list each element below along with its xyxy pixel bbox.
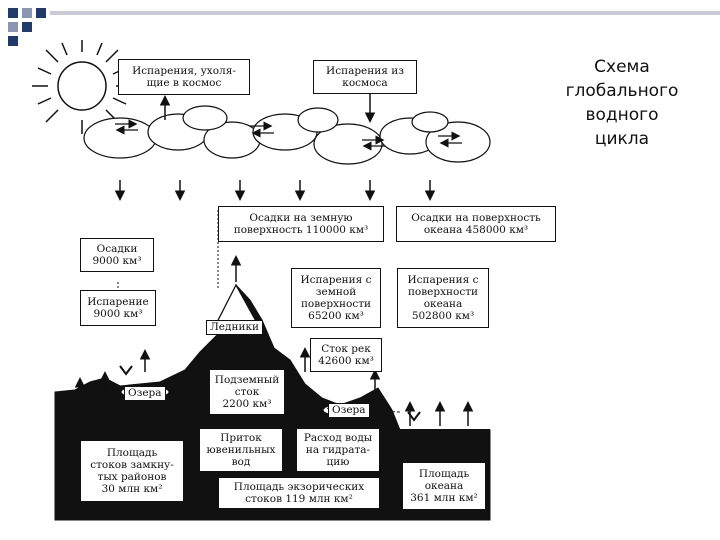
box-river-runoff: Сток рек 42600 км³ — [310, 338, 382, 372]
box-line: Сток рек — [321, 343, 371, 355]
box-line: океана — [423, 298, 463, 310]
box-line: на гидрата- — [305, 444, 371, 456]
decor-square-3 — [36, 8, 46, 18]
box-line: Испарения, ухоля- — [132, 65, 236, 77]
box-evaporation-from-space: Испарения из космоса — [313, 60, 417, 94]
box-line: 30 млн км² — [101, 483, 163, 495]
box-line: поверхности — [407, 286, 479, 298]
decor-square-2 — [22, 8, 32, 18]
title-line-4: цикла — [594, 129, 650, 149]
title-line-3: водного — [585, 105, 659, 125]
box-juvenile-water: Приток ювенильных вод — [199, 428, 283, 472]
decor-bar — [50, 11, 720, 15]
cloud-exchange-arrows — [115, 119, 462, 151]
box-precipitation-closed: Осадки 9000 км³ — [80, 238, 154, 272]
box-line: поверхность 110000 км³ — [233, 224, 369, 236]
box-line: щие в космос — [146, 77, 222, 89]
box-line: 9000 км³ — [92, 255, 142, 267]
title-line-2: глобального — [565, 81, 679, 101]
box-exoreic-drainage-area: Площадь экзорических стоков 119 млн км² — [218, 477, 380, 509]
box-line: цию — [326, 456, 350, 468]
box-ocean-area: Площадь океана 361 млн км² — [402, 462, 486, 510]
box-line: 42600 км³ — [318, 355, 374, 367]
precipitation-arrows — [114, 180, 436, 201]
label-glaciers: Ледники — [206, 320, 263, 335]
box-line: Расход воды — [303, 432, 373, 444]
box-line: стоков 119 млн км² — [245, 493, 353, 505]
box-evaporation-closed: Испарение 9000 км³ — [80, 290, 156, 326]
box-line: 9000 км³ — [93, 308, 143, 320]
box-line: Подземный — [214, 374, 280, 386]
rain-symbols — [119, 365, 421, 422]
slide-title: Схема глобального водного цикла — [552, 55, 692, 151]
box-line: Приток — [220, 432, 262, 444]
box-line: поверхности — [300, 298, 372, 310]
box-underground-runoff: Подземный сток 2200 км³ — [209, 369, 285, 415]
box-evaporation-land: Испарения с земной поверхности 65200 км³ — [291, 268, 381, 328]
box-line: Испарения с — [300, 274, 372, 286]
box-hydration: Расход воды на гидрата- цию — [296, 428, 380, 472]
box-line: Испарения из — [326, 65, 404, 77]
box-precipitation-ocean: Осадки на поверхность океана 458000 км³ — [396, 206, 556, 242]
decor-square-5 — [22, 22, 32, 32]
box-line: ювенильных — [206, 444, 276, 456]
decor-square-4 — [8, 22, 18, 32]
box-line: Испарения с — [407, 274, 479, 286]
box-line: Осадки на поверхность — [411, 212, 541, 224]
box-line: Осадки на земную — [249, 212, 353, 224]
box-line: Площадь — [418, 468, 470, 480]
box-line: океана — [424, 480, 464, 492]
box-closed-drainage-area: Площадь стоков замкну- тых районов 30 мл… — [80, 440, 184, 502]
box-line: космоса — [342, 77, 388, 89]
box-line: 2200 км³ — [222, 398, 272, 410]
decor-square-1 — [8, 8, 18, 18]
box-line: 502800 км³ — [411, 310, 475, 322]
box-line: Испарение — [87, 296, 149, 308]
box-line: Площадь экзорических — [233, 481, 365, 493]
box-line: земной — [315, 286, 357, 298]
box-line: стоков замкну- — [90, 459, 174, 471]
box-line: тых районов — [97, 471, 167, 483]
box-line: 361 млн км² — [410, 492, 478, 504]
label-lakes-right: Озера — [328, 403, 370, 418]
box-line: 65200 км³ — [308, 310, 364, 322]
decor-square-6 — [8, 36, 18, 46]
box-line: океана 458000 км³ — [423, 224, 529, 236]
clouds — [83, 105, 491, 165]
box-line: вод — [231, 456, 251, 468]
box-evaporation-to-space: Испарения, ухоля- щие в космос — [118, 59, 250, 95]
box-evaporation-ocean: Испарения с поверхности океана 502800 км… — [397, 268, 489, 328]
title-line-1: Схема — [594, 57, 650, 77]
box-precipitation-land: Осадки на земную поверхность 110000 км³ — [218, 206, 384, 242]
label-lakes-left: Озера — [124, 386, 166, 401]
box-line: Площадь — [106, 447, 158, 459]
box-line: Осадки — [96, 243, 138, 255]
box-line: сток — [234, 386, 260, 398]
